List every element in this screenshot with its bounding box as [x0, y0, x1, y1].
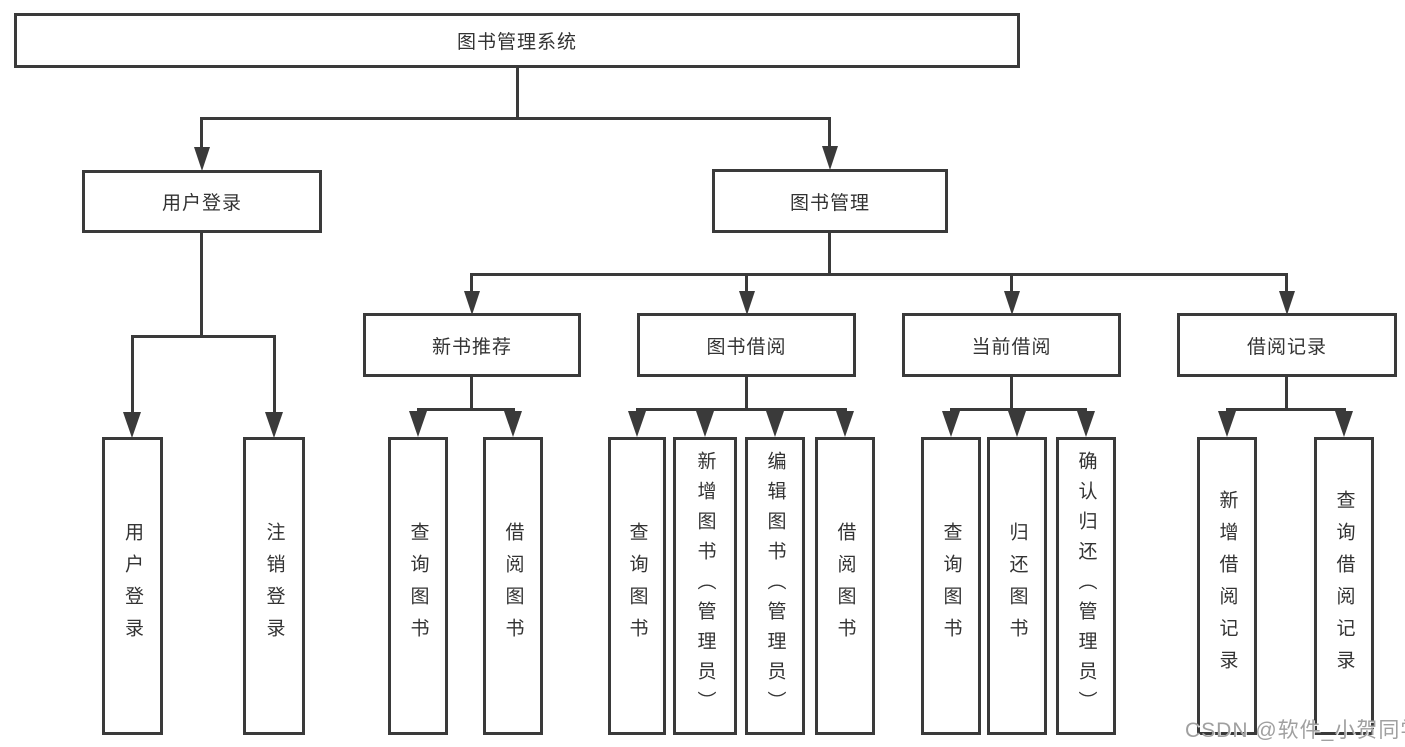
edge-line: [273, 335, 276, 414]
leaf-borrow-books-recommend: 借阅图书: [483, 437, 543, 735]
edge-line: [516, 68, 519, 120]
arrowhead: [123, 412, 141, 438]
arrowhead: [265, 412, 283, 438]
arrowhead: [766, 411, 784, 437]
arrowhead: [1218, 411, 1236, 437]
arrowhead: [464, 291, 480, 315]
arrowhead: [739, 291, 755, 315]
leaf-label: 借阅图书: [502, 522, 524, 650]
arrowhead: [194, 147, 210, 171]
edge-line: [1010, 273, 1013, 295]
leaf-label: 查询图书: [940, 522, 962, 650]
edge-line: [131, 335, 134, 414]
leaf-label: 用户登录: [122, 522, 143, 650]
arrowhead: [628, 411, 646, 437]
node-label: 借阅记录: [1246, 336, 1327, 358]
arrowhead: [409, 411, 427, 437]
node-new-book-recommendation: 新书推荐: [363, 313, 581, 377]
leaf-query-books-recommend: 查询图书: [388, 437, 448, 735]
node-book-management: 图书管理: [712, 169, 948, 233]
leaf-add-books-admin: 新增图书（管理员）: [673, 437, 737, 735]
leaf-return-books: 归还图书: [987, 437, 1047, 735]
leaf-label: 编辑图书（管理员）: [764, 451, 786, 721]
edge-line: [200, 117, 203, 149]
arrowhead: [1335, 411, 1353, 437]
leaf-query-books-borrow: 查询图书: [608, 437, 666, 735]
node-borrowing-records: 借阅记录: [1177, 313, 1397, 377]
edge-line: [200, 117, 831, 120]
arrowhead: [1077, 411, 1095, 437]
leaf-label: 确认归还（管理员）: [1075, 451, 1097, 721]
node-label: 用户登录: [161, 193, 242, 214]
node-user-login: 用户登录: [82, 170, 322, 233]
edge-line: [1010, 377, 1013, 411]
edge-line: [1285, 273, 1288, 295]
edge-line: [417, 408, 515, 411]
leaf-label: 借阅图书: [834, 522, 856, 650]
csdn-watermark: CSDN @软件_小贺同学: [1185, 719, 1405, 742]
node-label: 新书推荐: [431, 336, 512, 358]
arrowhead: [836, 411, 854, 437]
edge-line: [828, 117, 831, 149]
leaf-label: 查询图书: [407, 522, 429, 650]
leaf-borrow-books: 借阅图书: [815, 437, 875, 735]
leaf-add-borrow-record: 新增借阅记录: [1197, 437, 1257, 735]
node-book-borrowing: 图书借阅: [637, 313, 856, 377]
edge-line: [131, 335, 276, 338]
leaf-label: 查询图书: [626, 522, 648, 650]
leaf-label: 归还图书: [1006, 522, 1028, 650]
arrowhead: [1008, 411, 1026, 437]
edge-line: [470, 377, 473, 411]
edge-line: [828, 233, 831, 276]
arrowhead: [1004, 291, 1020, 315]
leaf-user-login: 用户登录: [102, 437, 163, 735]
leaf-query-borrow-record: 查询借阅记录: [1314, 437, 1374, 735]
edge-line: [745, 377, 748, 411]
leaf-confirm-return-admin: 确认归还（管理员）: [1056, 437, 1116, 735]
edge-line: [470, 273, 473, 295]
node-label: 图书管理: [789, 192, 870, 214]
leaf-label: 查询借阅记录: [1333, 490, 1355, 682]
leaf-label: 新增图书（管理员）: [694, 451, 716, 721]
leaf-edit-books-admin: 编辑图书（管理员）: [745, 437, 805, 735]
edge-line: [950, 408, 1087, 411]
node-label: 图书管理系统: [456, 32, 577, 53]
edge-line: [1285, 377, 1288, 411]
arrowhead: [822, 146, 838, 170]
arrowhead: [942, 411, 960, 437]
node-library-system: 图书管理系统: [14, 13, 1020, 68]
leaf-logout: 注销登录: [243, 437, 305, 735]
node-current-borrowing: 当前借阅: [902, 313, 1121, 377]
edge-line: [200, 233, 203, 338]
leaf-query-books-current: 查询图书: [921, 437, 981, 735]
leaf-label: 注销登录: [263, 522, 285, 650]
node-label: 图书借阅: [706, 336, 787, 358]
edge-line: [636, 408, 847, 411]
node-label: 当前借阅: [971, 336, 1052, 358]
edge-line: [470, 273, 1288, 276]
arrowhead: [504, 411, 522, 437]
edge-line: [745, 273, 748, 295]
edge-line: [1226, 408, 1346, 411]
arrowhead: [696, 411, 714, 437]
leaf-label: 新增借阅记录: [1216, 490, 1238, 682]
arrowhead: [1279, 291, 1295, 315]
